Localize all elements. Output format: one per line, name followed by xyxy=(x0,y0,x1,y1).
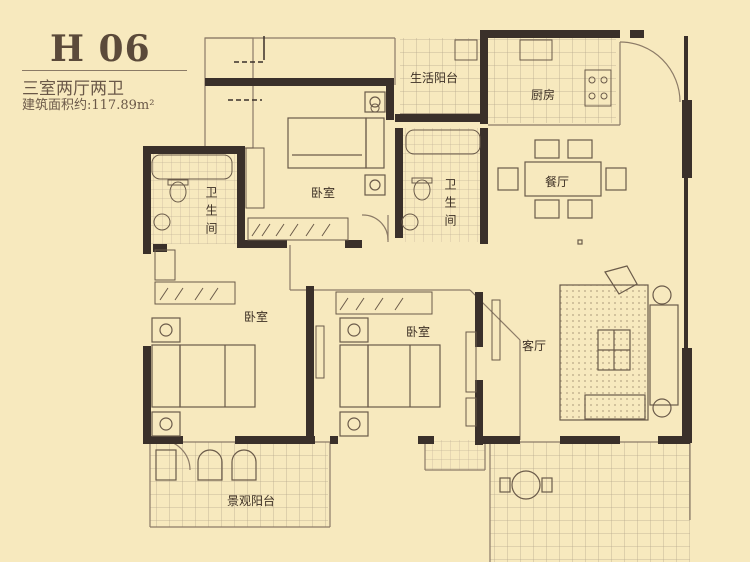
middle-bed-icon xyxy=(339,317,441,437)
bathroom-left-tiles xyxy=(150,152,238,244)
wardrobe-icons xyxy=(154,147,501,427)
plan-model-title: H 06 xyxy=(50,28,151,70)
view-balcony-tiles xyxy=(150,442,328,527)
left-bed-icon xyxy=(151,317,256,437)
layout-type-text: 三室两厅两卫 xyxy=(22,79,124,99)
title-divider xyxy=(22,70,187,71)
room-label-view-balcony: 景观阳台 xyxy=(227,494,276,508)
walls xyxy=(143,30,692,445)
room-label-bathroom-center: 卫生间 xyxy=(443,178,457,232)
room-label-middle-bedroom: 卧室 xyxy=(406,325,431,339)
room-label-kitchen: 厨房 xyxy=(531,88,556,102)
floor-area-text: 建筑面积约:117.89m² xyxy=(22,98,155,113)
dining-table-icon xyxy=(497,139,627,219)
door-marks xyxy=(228,36,265,101)
living-room-furniture xyxy=(559,239,679,421)
master-bed-icon xyxy=(287,91,386,196)
balcony-furniture xyxy=(155,449,553,500)
room-label-master-bedroom: 卧室 xyxy=(311,186,336,200)
living-balcony-tiles xyxy=(490,442,690,562)
room-label-living-room: 客厅 xyxy=(522,339,547,353)
room-label-dining-room: 餐厅 xyxy=(545,175,570,189)
room-label-service-balcony: 生活阳台 xyxy=(410,71,459,85)
room-label-left-bedroom: 卧室 xyxy=(244,310,269,324)
bathroom-fixtures xyxy=(151,39,612,231)
room-label-bathroom-left: 卫生间 xyxy=(204,186,218,240)
bathroom-center-tiles xyxy=(400,128,486,242)
service-balcony-tiles xyxy=(400,38,485,114)
